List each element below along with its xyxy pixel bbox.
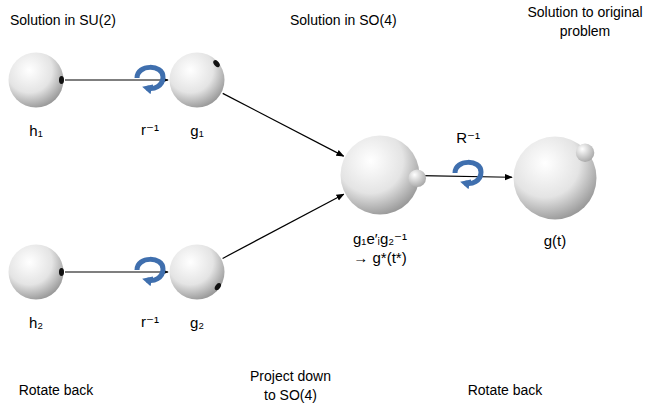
sphere-node: h₁ [8, 52, 64, 108]
sphere-node: g₁e′ᵢg₂⁻¹→ g*(t*) [340, 135, 420, 215]
heading-label: Solution in SO(4) [290, 11, 450, 30]
arrow-connector [65, 271, 168, 272]
sphere-node: h₂ [8, 244, 64, 300]
sphere-drawing [8, 244, 64, 300]
arrow-connector [65, 79, 168, 80]
rotation-arrow [137, 259, 163, 280]
edge-label: r⁻¹ [139, 121, 161, 139]
sphere-node: g₂ [169, 244, 225, 300]
heading-label: Rotate back [6, 381, 106, 400]
sphere-drawing [169, 52, 225, 108]
arrow-connector [223, 194, 344, 258]
heading-label: Project down to SO(4) [243, 367, 338, 405]
sphere-drawing [340, 135, 420, 215]
heading-label: Rotate back [455, 381, 555, 400]
sphere-label: h₂ [29, 314, 43, 332]
sphere-label: → g*(t*) [353, 249, 406, 267]
sphere-label: g₁ [190, 122, 203, 140]
heading-label: Solution in SU(2) [10, 11, 170, 30]
rotation-arrow [455, 162, 481, 183]
sphere-label: g(t) [544, 232, 567, 250]
edge-label: r⁻¹ [139, 313, 161, 331]
edge-label: R⁻¹ [454, 129, 482, 147]
sphere-drawing [169, 244, 225, 300]
sphere-drawing [8, 52, 64, 108]
rotation-arrow [137, 67, 163, 88]
sphere-node: g(t) [513, 136, 597, 220]
arrow-connector [223, 93, 344, 156]
sphere-label: g₂ [190, 314, 204, 332]
sphere-label: h₁ [29, 122, 42, 140]
sphere-drawing [513, 136, 597, 220]
arrow-connector [421, 176, 512, 178]
heading-label: Solution to original problem [525, 3, 645, 41]
sphere-node: g₁ [169, 52, 225, 108]
sphere-label: g₁e′ᵢg₂⁻¹ [353, 230, 407, 248]
